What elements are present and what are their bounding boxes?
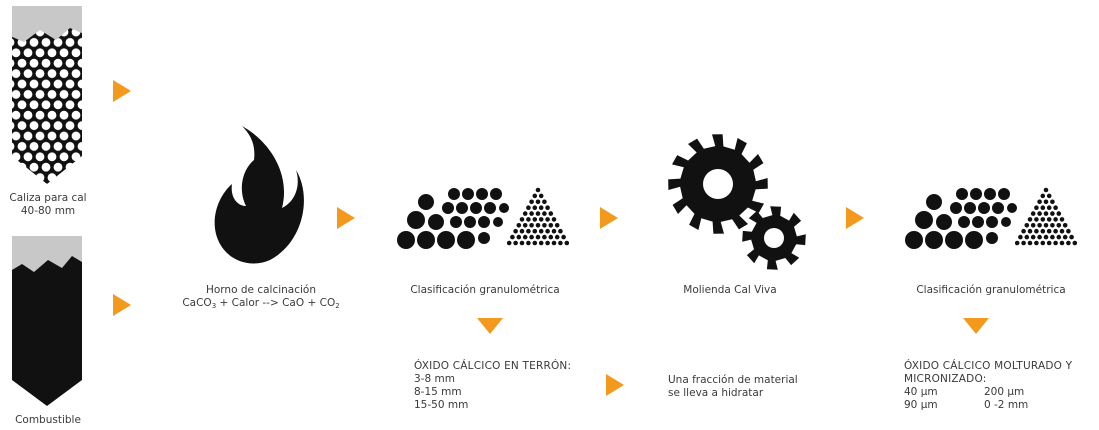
arrow-right-icon (113, 294, 131, 316)
size-item: 15-50 mm (414, 399, 469, 411)
limestone-silo-icon (10, 6, 84, 186)
arrow-right-icon (606, 374, 624, 396)
size-item: 40 µm (904, 386, 938, 398)
arrow-right-icon (113, 80, 131, 102)
granulometry-icon (396, 186, 576, 252)
gears-icon (666, 130, 806, 270)
classification1-title: Clasificación granulométrica (410, 284, 560, 296)
classification2-result: ÓXIDO CÁLCICO MOLTURADO Y MICRONIZADO: 4… (904, 360, 1072, 412)
size-item: 3-8 mm (414, 373, 455, 385)
result1-title: ÓXIDO CÁLCICO EN TERRÓN: (414, 360, 572, 372)
result2-title-line1: ÓXIDO CÁLCICO MOLTURADO Y (904, 360, 1073, 372)
arrow-down-icon (963, 318, 989, 334)
arrow-right-icon (337, 207, 355, 229)
size-grid: 40 µm 200 µm 90 µm 0 -2 mm (904, 386, 1072, 412)
hydrate-note: Una fracción de material se lleva a hidr… (668, 374, 798, 399)
size-item: 90 µm (904, 399, 938, 411)
fuel-silo-icon (10, 236, 84, 408)
arrow-right-icon (600, 207, 618, 229)
flame-icon (212, 126, 304, 266)
milling-title: Molienda Cal Viva (683, 284, 777, 296)
size-item: 0 -2 mm (984, 399, 1029, 411)
size-item: 8-15 mm (414, 386, 462, 398)
arrow-right-icon (846, 207, 864, 229)
fuel-label: Combustible (15, 414, 81, 426)
granulometry-icon (904, 186, 1084, 252)
classification1-result: ÓXIDO CÁLCICO EN TERRÓN: 3-8 mm 8-15 mm … (414, 360, 571, 412)
size-item: 200 µm (984, 386, 1025, 398)
result2-title-line2: MICRONIZADO: (904, 373, 987, 385)
limestone-label: Caliza para cal 40-80 mm (9, 192, 87, 217)
arrow-down-icon (477, 318, 503, 334)
classification2-title: Clasificación granulométrica (916, 284, 1066, 296)
kiln-label: Horno de calcinación CaCO3 + Calor --> C… (182, 284, 340, 310)
